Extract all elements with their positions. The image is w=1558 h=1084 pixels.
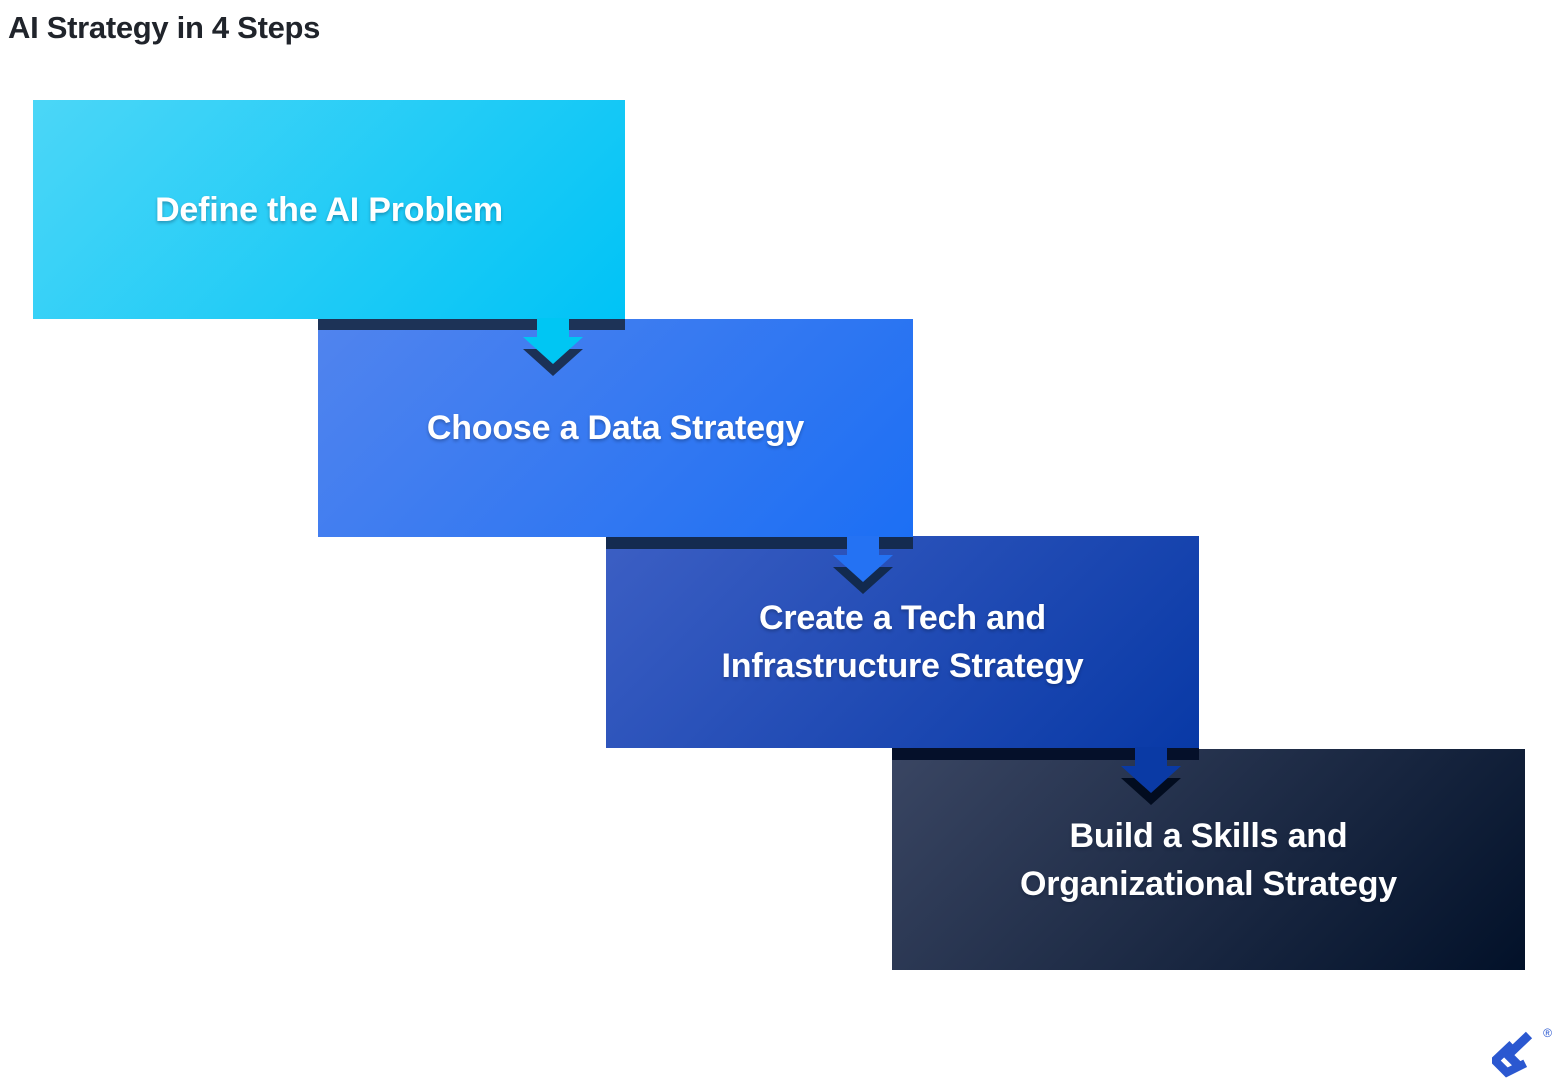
step-arrow-1: [523, 318, 583, 376]
step-label-2: Choose a Data Strategy: [426, 409, 805, 447]
step-box-1: Define the AI Problem: [33, 100, 625, 319]
registered-trademark: ®: [1543, 1026, 1552, 1040]
down-arrow-icon: [523, 318, 583, 364]
step-arrow-2: [833, 536, 893, 594]
step-label-3: Create a Tech and Infrastructure Strateg…: [721, 599, 1084, 685]
step-box-2: Choose a Data Strategy: [318, 319, 913, 537]
step-box-4: Build a Skills and Organizational Strate…: [892, 749, 1525, 970]
step-label-4: Build a Skills and Organizational Strate…: [1019, 816, 1398, 903]
page-title: AI Strategy in 4 Steps: [8, 10, 321, 45]
overlap-shadow-2: [606, 537, 913, 549]
step-arrow-3: [1121, 747, 1181, 805]
toptal-logo: ®: [1492, 1026, 1554, 1082]
overlap-shadow-1: [318, 319, 625, 330]
step-box-3: Create a Tech and Infrastructure Strateg…: [606, 536, 1199, 748]
overlap-shadow-3: [892, 748, 1199, 760]
down-arrow-icon: [833, 536, 893, 582]
toptal-logo-mark: [1492, 1031, 1533, 1078]
down-arrow-icon: [1121, 747, 1181, 793]
step-label-1: Define the AI Problem: [155, 190, 503, 229]
